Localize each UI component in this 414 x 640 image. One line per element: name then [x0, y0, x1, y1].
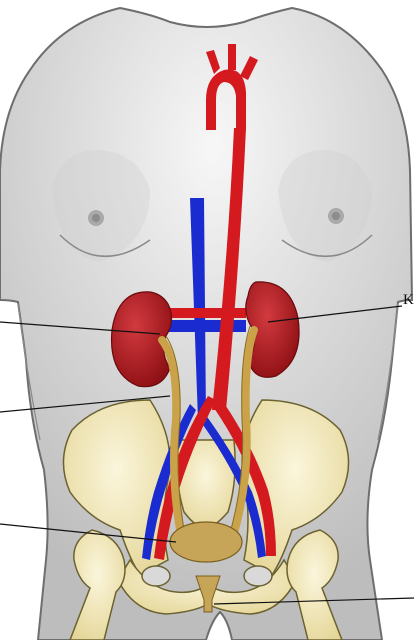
- obturator-left: [142, 566, 170, 586]
- kidney-label-right: K: [403, 292, 414, 309]
- renal-vein: [166, 320, 246, 332]
- renal-artery: [160, 308, 246, 318]
- nipple-right-core: [332, 212, 340, 220]
- obturator-right: [244, 566, 272, 586]
- nipple-left-core: [92, 214, 100, 222]
- bladder: [170, 522, 242, 562]
